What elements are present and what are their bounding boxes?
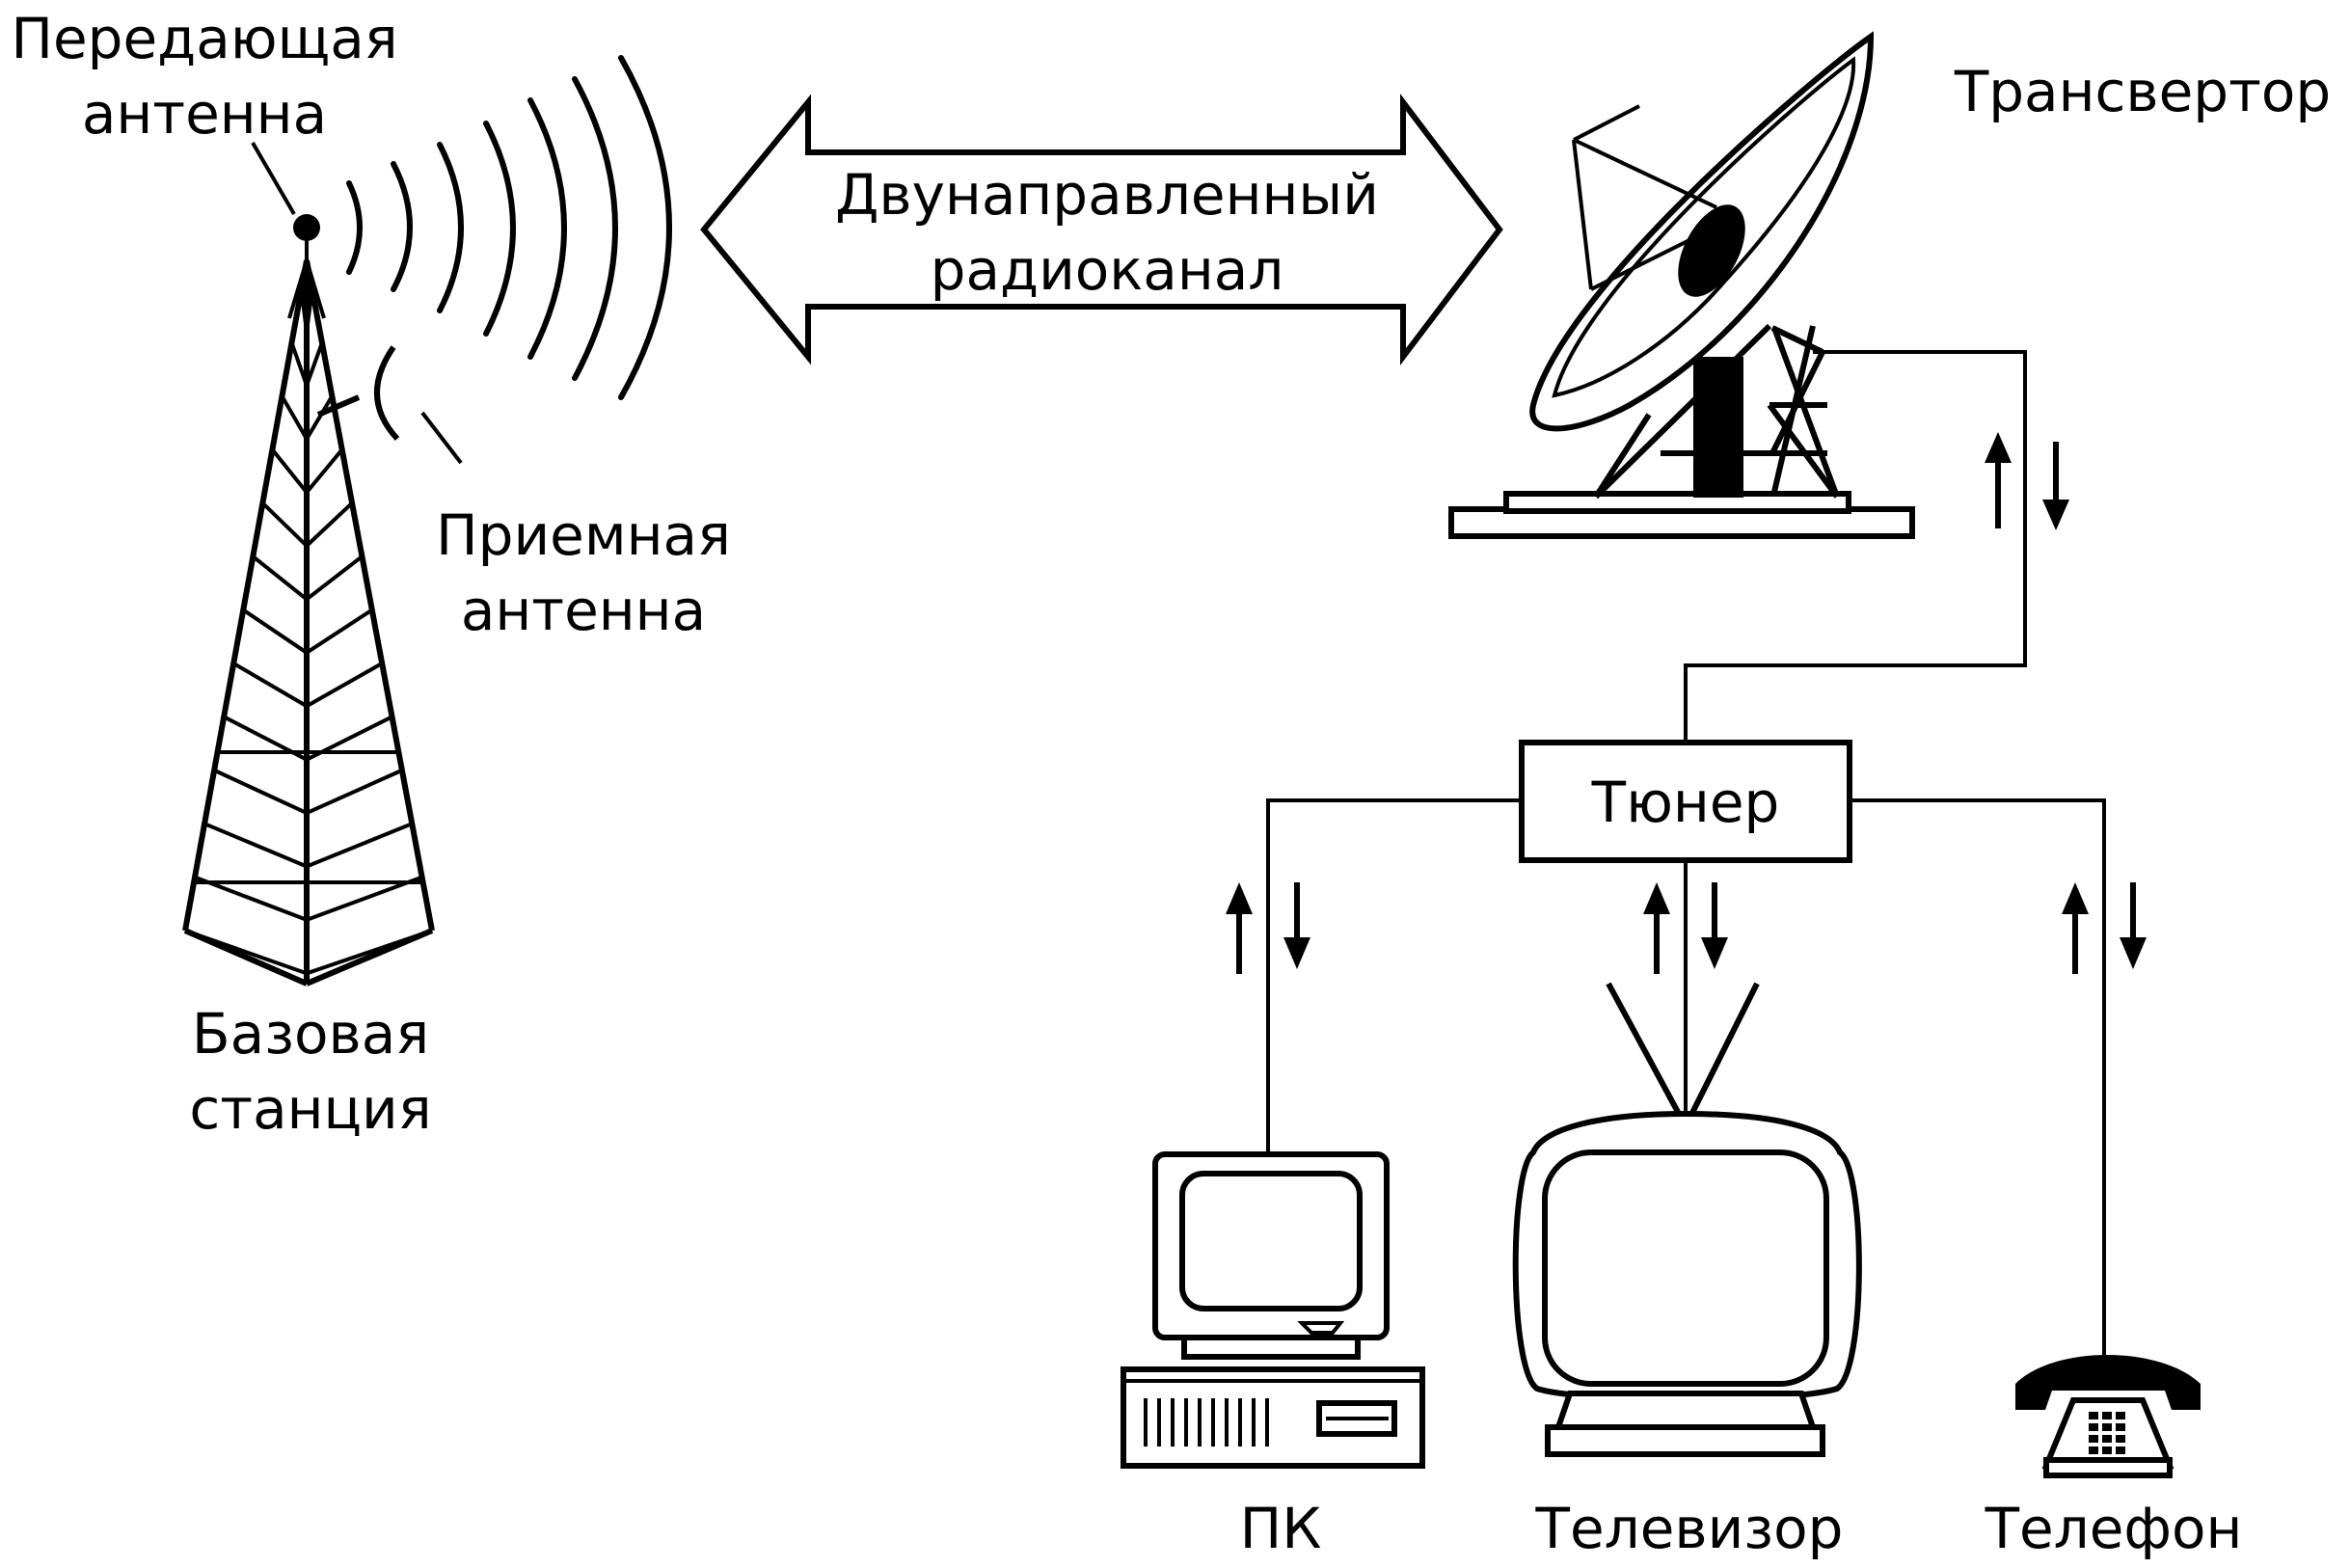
rx-antenna-label-2: антенна <box>461 578 706 643</box>
telephone-icon <box>2015 1355 2201 1478</box>
phone-label: Телефон <box>1985 1496 2243 1561</box>
rx-antenna <box>316 345 463 465</box>
phone-cable <box>1850 798 2106 1355</box>
dish-cable-arrows <box>1985 432 2069 530</box>
rx-antenna-pointer <box>420 411 463 465</box>
tx-antenna-pointer <box>251 141 296 216</box>
tv-icon <box>1512 982 1862 1457</box>
base-station-label-2: станция <box>189 1076 431 1142</box>
base-station-label-1: Базовая <box>192 1001 429 1067</box>
tuner-box <box>1519 740 1852 863</box>
channel-label-1: Двунаправленный <box>835 162 1379 228</box>
dish-cable <box>1684 350 2027 743</box>
transverter-label: Трансвертор <box>1954 59 2331 124</box>
tx-antenna-label-1: Передающая <box>11 6 397 71</box>
rx-antenna-label-1: Приемная <box>436 502 731 568</box>
phone-cable-arrows <box>2062 882 2147 974</box>
base-station-tower <box>182 214 435 987</box>
pc-cable-arrows <box>1226 882 1310 974</box>
pc-label: ПК <box>1240 1496 1322 1561</box>
channel-label-2: радиоканал <box>931 237 1284 303</box>
tv-label: Телевизор <box>1535 1496 1844 1561</box>
bidirectional-arrow <box>700 94 1503 365</box>
transverter-dish <box>1448 31 1915 539</box>
tv-cable-arrows <box>1643 882 1728 974</box>
pc-cable <box>1266 798 1522 1157</box>
tx-antenna-label-2: антенна <box>82 81 327 147</box>
tuner-label: Тюнер <box>1591 770 1780 835</box>
pc-icon <box>1121 1151 1425 1469</box>
radio-waves <box>346 55 672 400</box>
